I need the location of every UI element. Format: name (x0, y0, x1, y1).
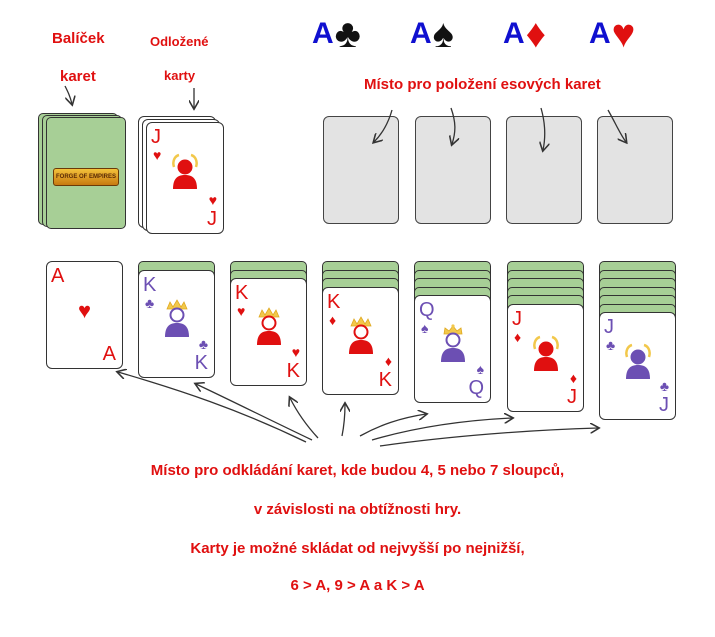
card-rank-bottom: J (567, 385, 577, 408)
card-rank-top: K (235, 282, 249, 304)
card-suit-bottom-icon: ♦ (384, 352, 392, 369)
card-rank-bottom: J (659, 394, 669, 416)
ace-header-clubs: A♣ (312, 14, 361, 54)
card-suit-bottom-icon: ♣ (198, 335, 208, 352)
card-rank-top: Q (419, 299, 435, 321)
arrow-to-column-7 (379, 428, 598, 447)
foundation-slot-spades[interactable] (415, 116, 491, 224)
card-rank-top: K (143, 273, 157, 296)
ace-header-rank: A (589, 17, 611, 50)
queen-figure-icon (434, 324, 472, 369)
ace-header-rank: A (410, 17, 432, 50)
foundation-label: Místo pro položení esových karet (364, 76, 601, 93)
king-figure-icon (342, 315, 380, 361)
arrow-to-column-3 (290, 398, 319, 439)
card-suit-top-icon: ♣ (145, 294, 155, 311)
ace-header-diamonds: A♦ (503, 14, 546, 54)
card-suit-top-icon: ♦ (329, 311, 337, 328)
foundation-slot-hearts[interactable] (597, 116, 673, 224)
card-suit-top-icon: ♦ (514, 328, 522, 345)
jack-figure-icon (527, 333, 565, 378)
stock-pile[interactable]: FORGE OF EMPIRES (38, 113, 130, 233)
card-suit-bottom-icon: ♦ (569, 369, 577, 386)
ace-header-rank: A (312, 17, 334, 50)
card-suit-top-icon: ♥ (153, 147, 162, 163)
instruction-line-1: Místo pro odkládání karet, kde budou 4, … (150, 462, 565, 479)
jack-figure-icon (619, 341, 657, 386)
ace-header-spades: A♠ (410, 14, 454, 54)
forge-of-empires-logo: FORGE OF EMPIRES (53, 168, 119, 186)
card-rank-top: A (51, 265, 65, 287)
card-rank-top: J (604, 316, 614, 338)
spades-suit-icon: ♠ (432, 12, 454, 56)
card-suit-top-icon: ♥ (237, 303, 246, 319)
card-rank-top: J (512, 307, 522, 330)
card-suit-top-icon: ♠ (421, 320, 429, 336)
card-suit-bottom-icon: ♥ (208, 192, 217, 208)
ace-header-rank: A (503, 17, 525, 50)
card-suit-bottom-icon: ♠ (476, 361, 484, 377)
hearts-suit-icon: ♥ (611, 12, 636, 56)
deck-label-line1: Balíček (52, 30, 105, 47)
card-rank-bottom: A (102, 343, 116, 365)
king-figure-icon (250, 307, 288, 352)
king-figure-icon (158, 298, 196, 344)
card-rank-bottom: Q (468, 377, 484, 399)
arrow-to-column-4 (342, 404, 345, 437)
instruction-line-3: Karty je možné skládat od nejvyšší po ne… (190, 540, 525, 557)
card-suit-bottom-icon: ♣ (659, 378, 669, 394)
tableau-top-card[interactable]: A A ♥ (46, 261, 123, 369)
arrow-to-column-6 (371, 418, 512, 441)
arrow-to-deck (64, 85, 72, 104)
tableau-column-1[interactable]: A A ♥ (46, 261, 123, 369)
ace-header-hearts: A♥ (589, 14, 635, 54)
card-suit-top-icon: ♣ (606, 337, 616, 353)
arrow-to-column-2 (196, 384, 313, 441)
card-rank-top: J (151, 126, 161, 148)
instruction-line-4: 6 > A, 9 > A a K > A (290, 577, 425, 594)
discard-label-line2: karty (164, 68, 196, 83)
card-rank-bottom: K (194, 351, 208, 374)
clubs-suit-icon: ♣ (334, 12, 361, 56)
card-center-suit-icon: ♥ (77, 298, 92, 323)
discard-label-line1: Odložené (150, 34, 209, 49)
foundation-slot-clubs[interactable] (323, 116, 399, 224)
card-rank-bottom: J (207, 208, 217, 230)
deck-label-line2: karet (60, 68, 96, 85)
card-rank-bottom: K (286, 360, 300, 382)
instruction-line-2: v závislosti na obtížnosti hry. (253, 501, 462, 518)
jack-figure-icon (166, 151, 204, 196)
diamonds-suit-icon: ♦ (525, 12, 547, 56)
card-suit-bottom-icon: ♥ (291, 344, 300, 360)
card-rank-bottom: K (378, 368, 392, 391)
card-rank-top: K (327, 290, 341, 313)
foundation-slot-diamonds[interactable] (506, 116, 582, 224)
arrow-to-column-5 (359, 414, 426, 437)
